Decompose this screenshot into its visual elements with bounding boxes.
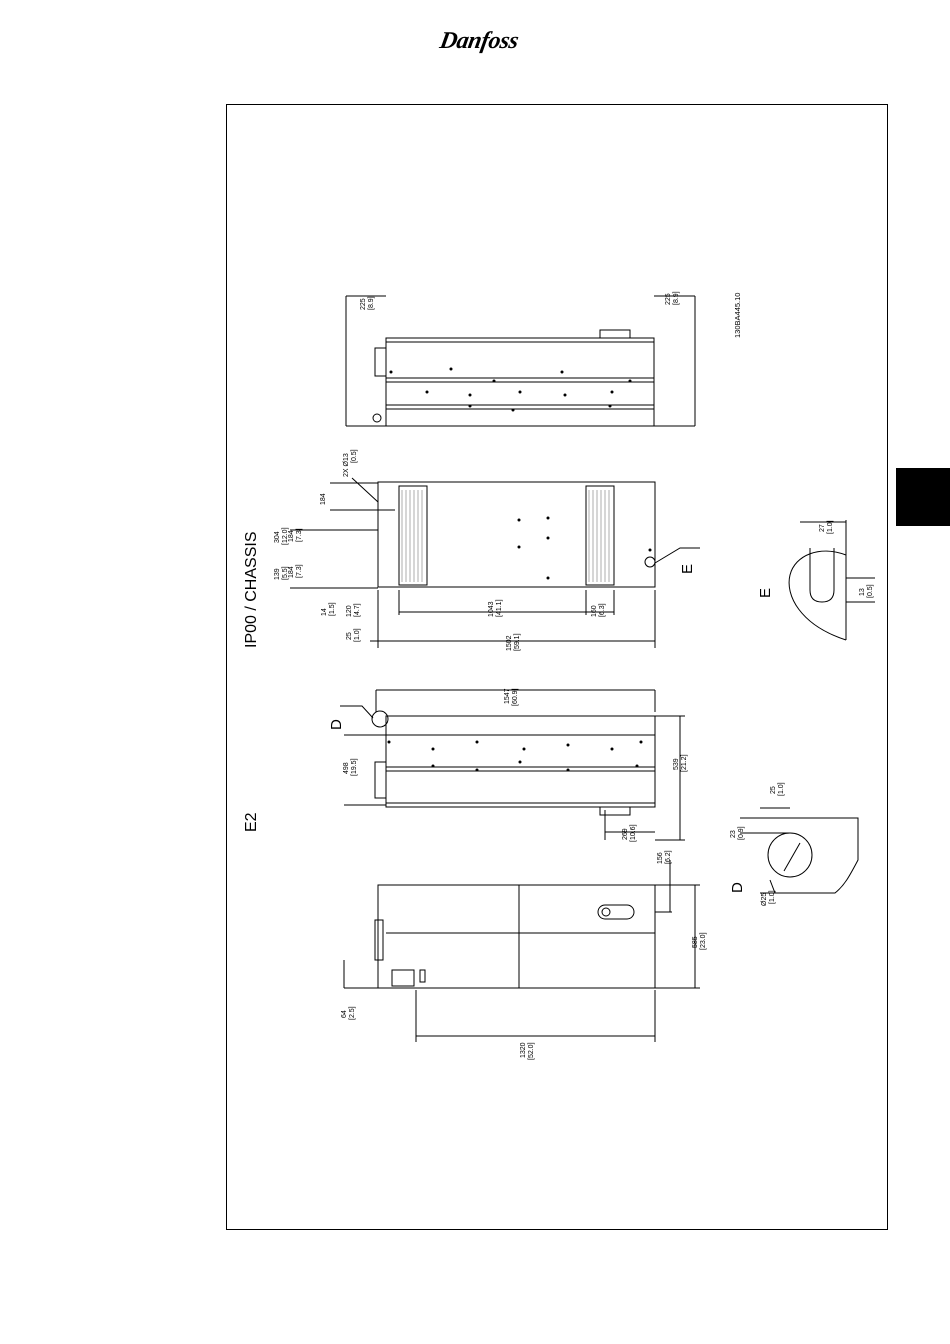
dim-25: 25 bbox=[346, 632, 353, 640]
dim-184b-in: [7.3] bbox=[296, 528, 303, 542]
detail-d bbox=[740, 807, 859, 894]
dim-156-in: [6.2] bbox=[665, 850, 672, 864]
dim-304-in: [12.0] bbox=[282, 527, 289, 545]
dim-225-left: 225 bbox=[360, 298, 367, 310]
grille-view bbox=[290, 477, 700, 648]
dim-1502: 1502 bbox=[506, 635, 513, 651]
dim-184a-lower-in: [7.3] bbox=[296, 564, 303, 578]
front-view bbox=[340, 689, 685, 841]
bottom-view bbox=[343, 860, 700, 1042]
dim-304: 304 bbox=[274, 531, 281, 543]
dim-hole: 2X Ø13 bbox=[343, 453, 350, 477]
dim-160: 160 bbox=[591, 605, 598, 617]
dim-dd25-in: [1.0] bbox=[778, 782, 785, 796]
dim-e13-in: [0.5] bbox=[867, 584, 874, 598]
dim-160-in: [6.3] bbox=[599, 603, 606, 617]
dim-120-in: [4.7] bbox=[354, 603, 361, 617]
dim-hole-in: [0.5] bbox=[351, 449, 358, 463]
dim-184a: 184 bbox=[320, 493, 327, 505]
dim-1320-in: [52.0] bbox=[528, 1042, 535, 1060]
dim-dd25: 25 bbox=[770, 786, 777, 794]
dim-120: 120 bbox=[346, 605, 353, 617]
dim-dd23-in: [0.9] bbox=[738, 826, 745, 840]
dim-498: 498 bbox=[343, 762, 350, 774]
dim-ddia25-in: [1.0] bbox=[769, 890, 776, 904]
dim-ddia25: Ø25 bbox=[761, 893, 768, 906]
dim-225-right: 225 bbox=[665, 293, 672, 305]
chapter-tab bbox=[896, 468, 950, 526]
dim-e27-in: [1.0] bbox=[827, 520, 834, 534]
dim-269: 269 bbox=[622, 828, 629, 840]
dim-1547-in: [60.9] bbox=[512, 688, 519, 706]
detail-d-label: D bbox=[328, 719, 345, 730]
dim-64: 64 bbox=[341, 1010, 348, 1018]
detail-e bbox=[788, 520, 875, 641]
dim-1502-in: [59.1] bbox=[514, 633, 521, 651]
dim-498-in: [19.5] bbox=[351, 758, 358, 776]
dim-1043-in: [41.1] bbox=[496, 599, 503, 617]
dim-269-in: [10.6] bbox=[630, 824, 637, 842]
dim-e13: 13 bbox=[859, 588, 866, 596]
dim-585: 585 bbox=[692, 936, 699, 948]
dim-539: 539 bbox=[673, 758, 680, 770]
dim-14-in: [1.5] bbox=[329, 602, 336, 616]
dim-156: 156 bbox=[657, 852, 664, 864]
detail-e-label: E bbox=[679, 564, 696, 574]
dim-14: 14 bbox=[321, 608, 328, 616]
dim-64-in: [2.5] bbox=[349, 1006, 356, 1020]
dim-dd23: 23 bbox=[730, 830, 737, 838]
dim-184a-lower: 184 bbox=[288, 566, 295, 578]
detail-d-title: D bbox=[729, 882, 746, 893]
drawing-frame bbox=[226, 104, 888, 1230]
dim-139-in: [5.5] bbox=[282, 566, 289, 580]
dim-1043: 1043 bbox=[488, 601, 495, 617]
enclosure-label: IP00 / CHASSIS bbox=[243, 532, 260, 649]
dim-139: 139 bbox=[274, 568, 281, 580]
top-view bbox=[345, 295, 696, 427]
detail-e-title: E bbox=[757, 588, 774, 598]
model-label: E2 bbox=[243, 812, 260, 832]
drawing-number: 130BA445.10 bbox=[733, 293, 742, 338]
dim-1320: 1320 bbox=[520, 1042, 527, 1058]
dim-225-right-in: [8.9] bbox=[673, 291, 680, 305]
dim-25-in: [1.0] bbox=[354, 628, 361, 642]
dim-e27: 27 bbox=[819, 524, 826, 532]
dim-184b: 184 bbox=[288, 530, 295, 542]
dim-225-left-in: [8.9] bbox=[368, 296, 375, 310]
dim-585-in: [23.0] bbox=[700, 932, 707, 950]
dim-539-in: [21.2] bbox=[681, 754, 688, 772]
dim-1547: 1547 bbox=[504, 688, 511, 704]
